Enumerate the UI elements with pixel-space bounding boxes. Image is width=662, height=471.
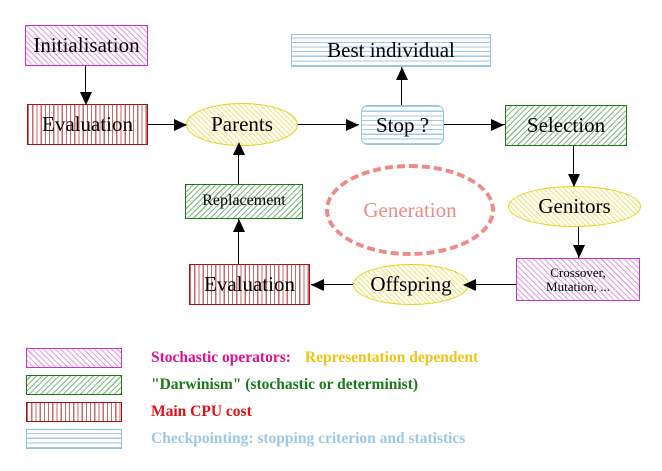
node-crossover-label-line2: Mutation, ... <box>546 278 610 294</box>
node-evaluation-bottom-label: Evaluation <box>204 272 295 297</box>
edge-offspring-evaluation <box>311 284 356 286</box>
legend-row-main-cpu-cost: Main CPU cost <box>26 402 252 422</box>
node-evaluation-top[interactable]: Evaluation <box>27 104 148 145</box>
legend-text-representation-dependent: Representation dependent <box>304 349 479 366</box>
arrowhead-down-genitors <box>567 174 580 187</box>
arrowhead-down-crossover <box>572 245 585 258</box>
edge-parents-stop <box>297 124 359 126</box>
node-best-individual-label: Best individual <box>327 38 455 63</box>
edge-genitors-crossover <box>578 226 580 258</box>
generation-region: Generation <box>325 164 495 256</box>
node-initialisation-label: Initialisation <box>33 33 140 58</box>
edge-evaluation-parents <box>148 124 188 126</box>
edge-evaluation-replacement <box>238 219 240 265</box>
legend-swatch-diagonal-backward-hatch <box>26 375 122 395</box>
edge-crossover-offspring <box>463 284 518 286</box>
legend-swatch-horizontal-hatch <box>26 429 122 449</box>
node-replacement[interactable]: Replacement <box>185 184 303 219</box>
legend-label-main-cpu-cost: Main CPU cost <box>151 403 252 421</box>
arrowhead-right-selection <box>491 118 504 131</box>
generation-label: Generation <box>363 197 457 222</box>
arrowhead-right-parents <box>174 118 187 131</box>
edge-stop-best-individual <box>401 67 403 106</box>
arrowhead-up-parents <box>232 142 245 155</box>
node-offspring-label: Offspring <box>370 272 452 297</box>
node-genitors[interactable]: Genitors <box>508 186 641 227</box>
arrowhead-left-evaluation-bottom <box>311 278 324 291</box>
legend-label-stochastic-operators: Stochastic operators: Representation depe… <box>151 349 478 367</box>
arrowhead-up-best-individual <box>395 67 408 80</box>
node-evaluation-top-label: Evaluation <box>42 112 133 137</box>
node-parents[interactable]: Parents <box>186 103 298 146</box>
edge-selection-genitors <box>573 145 575 187</box>
arrowhead-down-evaluation-top <box>79 92 92 105</box>
edge-replacement-parents <box>238 142 240 186</box>
node-selection-label: Selection <box>526 113 606 138</box>
arrowhead-up-replacement <box>232 219 245 232</box>
node-parents-label: Parents <box>211 112 273 137</box>
legend-label-checkpointing: Checkpointing: stopping criterion and st… <box>151 430 465 448</box>
legend-text-checkpointing: Checkpointing: stopping criterion and st… <box>151 430 466 447</box>
legend-label-darwinism: "Darwinism" (stochastic or determinist) <box>151 376 418 394</box>
legend-text-main-cpu-cost: Main CPU cost <box>151 403 252 420</box>
node-best-individual[interactable]: Best individual <box>291 34 491 67</box>
node-crossover-label-line1: Crossover, <box>550 264 606 280</box>
node-initialisation[interactable]: Initialisation <box>25 25 148 66</box>
node-genitors-label: Genitors <box>538 194 611 219</box>
arrowhead-left-offspring <box>463 278 476 291</box>
node-offspring[interactable]: Offspring <box>353 264 469 305</box>
node-replacement-label: Replacement <box>202 192 286 210</box>
legend-row-checkpointing: Checkpointing: stopping criterion and st… <box>26 429 465 449</box>
edge-initialisation-evaluation <box>85 65 87 98</box>
legend-swatch-vertical-hatch <box>26 402 122 422</box>
legend-swatch-diagonal-forward-hatch <box>26 348 122 368</box>
node-crossover-mutation[interactable]: Crossover, Mutation, ... <box>516 258 640 301</box>
node-stop[interactable]: Stop ? <box>361 105 444 145</box>
legend-row-stochastic-operators: Stochastic operators: Representation depe… <box>26 348 478 368</box>
node-stop-label: Stop ? <box>375 112 430 137</box>
node-evaluation-bottom[interactable]: Evaluation <box>189 264 310 305</box>
edge-stop-selection <box>443 124 505 126</box>
legend-text-stochastic-operators: Stochastic operators: <box>151 349 291 366</box>
legend-text-darwinism: "Darwinism" (stochastic or determinist) <box>151 376 419 393</box>
arrowhead-right-stop <box>346 118 359 131</box>
legend-row-darwinism: "Darwinism" (stochastic or determinist) <box>26 375 418 395</box>
node-selection[interactable]: Selection <box>505 105 627 146</box>
